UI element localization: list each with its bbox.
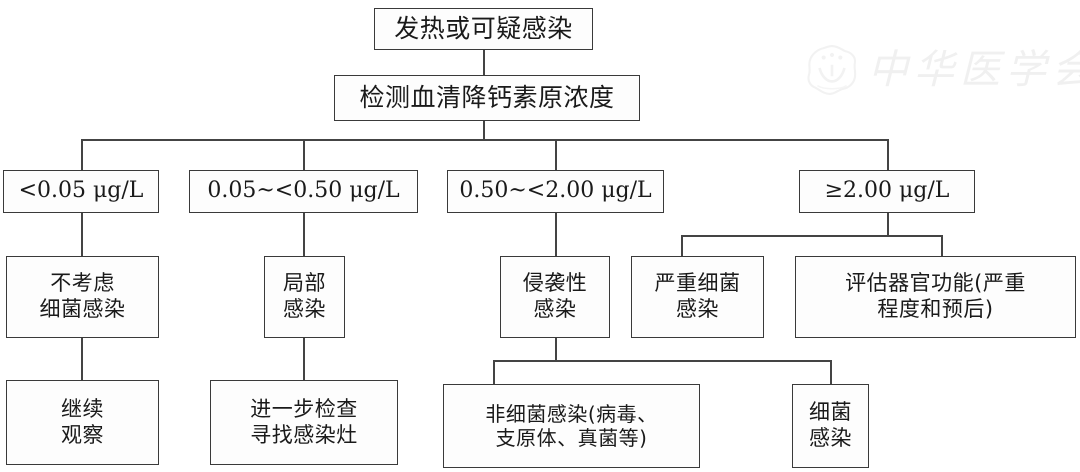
connector-level1-to-no-bacterial: [81, 213, 83, 256]
node-assess-organ-function[interactable]: 评估器官功能(严重 程度和预后): [795, 256, 1076, 338]
connector-level4-bus: [681, 235, 943, 237]
node-bacterial-infection-label: 细菌 感染: [809, 400, 852, 450]
node-level1-threshold[interactable]: <0.05 μg/L: [3, 170, 159, 213]
node-level4-threshold[interactable]: ≥2.00 μg/L: [799, 170, 975, 213]
node-level3-label: 0.50~<2.00 μg/L: [459, 178, 652, 204]
connector-invasive-to-bacterial: [830, 360, 832, 384]
node-non-bacterial-label: 非细菌感染(病毒、 支原体、真菌等): [485, 401, 658, 450]
connector-bus-to-level3: [555, 139, 557, 170]
connector-level4-to-severe: [681, 235, 683, 256]
watermark-text: 中华医学会: [868, 47, 1080, 93]
node-non-bacterial-infection[interactable]: 非细菌感染(病毒、 支原体、真菌等): [443, 384, 700, 468]
connector-local-to-further: [303, 338, 305, 380]
node-severe-bacterial-label: 严重细菌 感染: [654, 271, 741, 321]
node-level2-threshold[interactable]: 0.05~<0.50 μg/L: [189, 170, 418, 213]
connector-bus-to-level4: [887, 139, 889, 170]
node-level2-label: 0.05~<0.50 μg/L: [207, 178, 400, 204]
node-root-label: 发热或可疑感染: [394, 13, 573, 43]
node-no-bacterial-label: 不考虑 细菌感染: [39, 271, 126, 321]
connector-bus-to-level1: [81, 139, 83, 170]
connector-level4-to-assess: [941, 235, 943, 256]
node-bacterial-infection[interactable]: 细菌 感染: [792, 384, 869, 468]
node-continue-observation[interactable]: 继续 观察: [6, 380, 159, 465]
node-local-infection-label: 局部 感染: [283, 271, 326, 321]
node-root[interactable]: 发热或可疑感染: [374, 8, 593, 50]
connector-level-bus: [81, 139, 889, 141]
connector-invasive-to-nonbacterial: [493, 360, 495, 384]
node-invasive-infection[interactable]: 侵袭性 感染: [500, 256, 610, 338]
node-test-pct[interactable]: 检测血清降钙素原浓度: [334, 75, 640, 121]
node-further-examination[interactable]: 进一步检查 寻找感染灶: [210, 380, 398, 465]
node-level3-threshold[interactable]: 0.50~<2.00 μg/L: [447, 170, 664, 213]
node-continue-observation-label: 继续 观察: [61, 396, 104, 447]
connector-level2-to-local: [303, 213, 305, 256]
connector-level3-to-invasive: [555, 213, 557, 256]
connector-no-bacterial-to-observe: [81, 338, 83, 380]
node-local-infection[interactable]: 局部 感染: [264, 256, 345, 338]
medical-association-seal-icon: [807, 45, 857, 95]
node-test-pct-label: 检测血清降钙素原浓度: [359, 82, 615, 112]
connector-level4-drop: [887, 213, 889, 235]
connector-invasive-bus: [493, 360, 831, 362]
node-invasive-infection-label: 侵袭性 感染: [522, 271, 588, 321]
connector-bus-to-level2: [303, 139, 305, 170]
node-assess-organ-label: 评估器官功能(严重 程度和预后): [845, 271, 1026, 321]
connector-invasive-drop: [555, 338, 557, 360]
node-further-examination-label: 进一步检查 寻找感染灶: [250, 396, 358, 447]
connector-root-to-test: [483, 50, 485, 75]
node-level4-label: ≥2.00 μg/L: [824, 178, 950, 204]
node-level1-label: <0.05 μg/L: [18, 178, 144, 204]
node-severe-bacterial-infection[interactable]: 严重细菌 感染: [631, 256, 764, 338]
node-no-bacterial-infection[interactable]: 不考虑 细菌感染: [6, 256, 159, 338]
connector-test-to-bus: [483, 121, 485, 139]
